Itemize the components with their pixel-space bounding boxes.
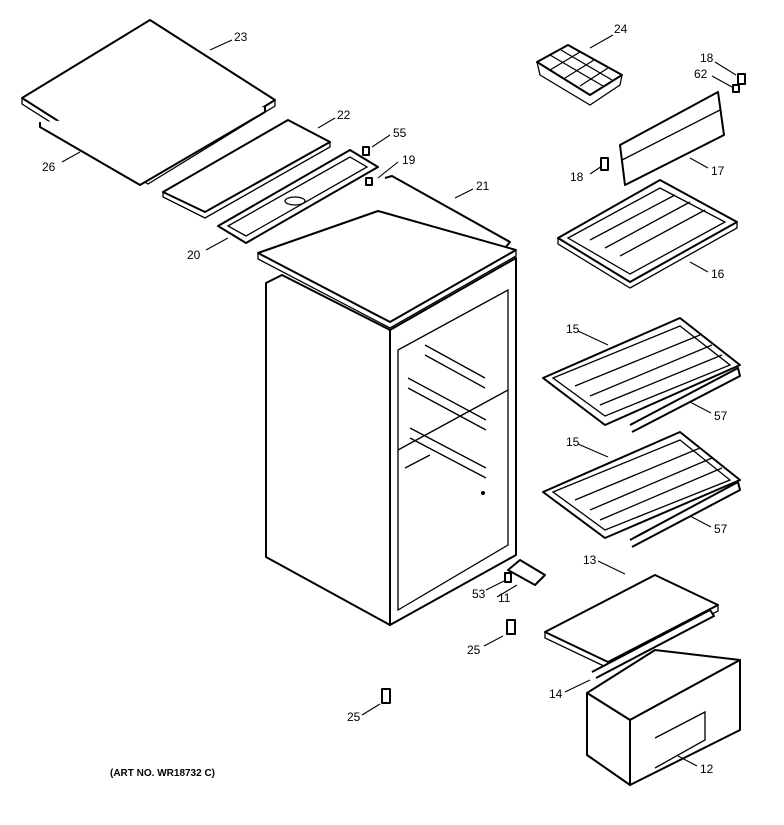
callout-25-right: 25: [467, 643, 481, 657]
callout-15-upper: 15: [566, 322, 580, 336]
callout-25-left: 25: [347, 710, 361, 724]
callout-22: 22: [337, 108, 351, 122]
callout-labels: 23 26 22 55 19 20 21 24 18 62 17 18 16 1…: [42, 22, 728, 776]
part-12-crisper-drawer: [586, 649, 741, 786]
callout-15-lower: 15: [566, 435, 580, 449]
part-15-wire-shelf-upper: [542, 317, 741, 426]
callout-55: 55: [393, 126, 407, 140]
part-57-shelf-trim-lower: [629, 481, 741, 548]
callout-23: 23: [234, 30, 248, 44]
cabinet-body: [265, 257, 517, 626]
leader-lines: [61, 34, 737, 767]
part-20-frame: [217, 149, 379, 244]
part-17-evaporator-door: [619, 91, 725, 186]
callout-13: 13: [583, 553, 597, 567]
art-number: (ART NO. WR18732 C): [110, 768, 215, 779]
callout-17: 17: [711, 164, 725, 178]
part-53-screw: [504, 572, 512, 583]
part-57-shelf-trim-upper: [629, 367, 741, 433]
callout-18-top: 18: [700, 51, 714, 65]
part-21-trim: [384, 175, 511, 249]
callout-16: 16: [711, 267, 725, 281]
part-19-clip: [365, 177, 373, 186]
part-15-wire-shelf-lower: [542, 431, 741, 539]
callout-19: 19: [402, 153, 416, 167]
part-55-screw: [362, 146, 370, 156]
part-22-cover-plate: [162, 119, 331, 219]
callout-11: 11: [498, 591, 511, 605]
part-11-bottom-hinge: [507, 559, 546, 586]
callout-53: 53: [472, 587, 486, 601]
callout-62: 62: [694, 67, 708, 81]
callout-57-upper: 57: [714, 409, 728, 423]
callout-57-lower: 57: [714, 522, 728, 536]
callout-18-side: 18: [570, 170, 584, 184]
part-25-leveling-leg-left: [381, 688, 391, 704]
part-18-pin-side: [600, 157, 609, 171]
part-16-drip-tray: [557, 179, 738, 289]
callout-20: 20: [187, 248, 201, 262]
part-62-screw: [732, 84, 740, 93]
part-25-leveling-leg-right: [506, 619, 516, 635]
callout-24: 24: [614, 22, 628, 36]
callout-26: 26: [42, 160, 56, 174]
part-26-panel: [39, 107, 266, 186]
callout-21: 21: [476, 179, 490, 193]
part-14-trim-strip: [591, 609, 715, 679]
part-24-ice-tray: [536, 44, 623, 106]
callout-12: 12: [700, 762, 714, 776]
part-18-pin-top: [737, 73, 746, 85]
cabinet-top: [257, 210, 517, 329]
callout-14: 14: [549, 687, 563, 701]
